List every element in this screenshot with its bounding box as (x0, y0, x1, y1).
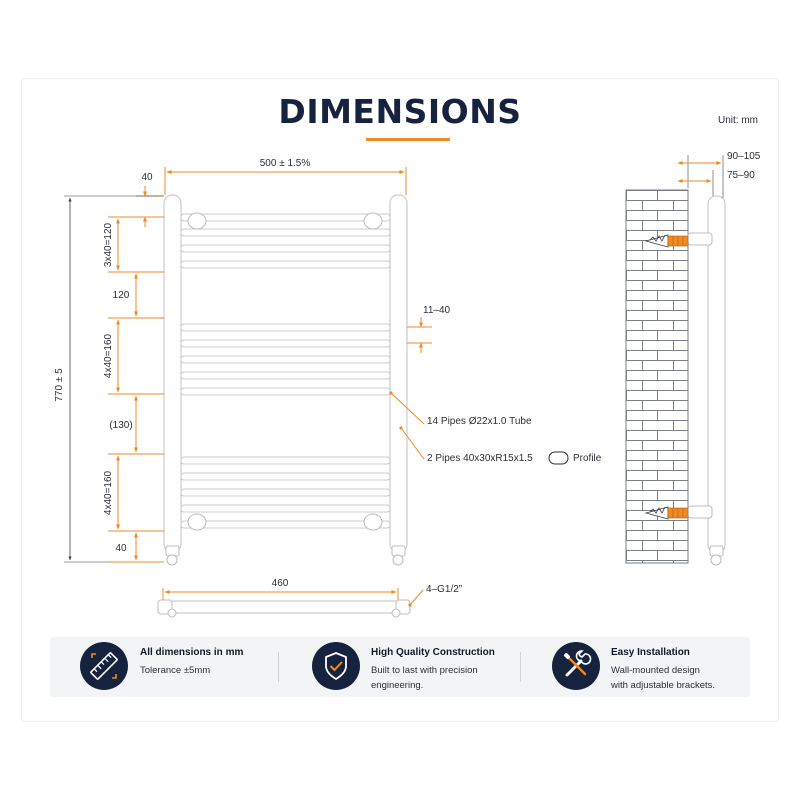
radiator-front-view (163, 194, 408, 566)
feature-installation: Easy Installation Wall-mounted design wi… (552, 637, 742, 697)
group-label-1: 3x40=120 (103, 222, 114, 267)
page-title: DIMENSIONS (278, 92, 522, 131)
profile-callout: 2 Pipes 40x30xR15x1.5 Profile (399, 426, 602, 465)
feature-desc: Tolerance ±5mm (140, 663, 210, 678)
right-rail (389, 194, 408, 553)
shield-check-icon (312, 642, 360, 690)
feature-desc: Wall-mounted design with adjustable brac… (611, 663, 715, 693)
group-label-3: 4x40=160 (103, 333, 114, 378)
feature-desc-line: Tolerance ±5mm (140, 665, 211, 676)
group-dimension-ticks (108, 216, 164, 563)
radiator-side-view: 90–105 75–90 (625, 151, 761, 566)
dimension-wall-gap: 11–40 (407, 305, 451, 353)
side-outer-label: 90–105 (727, 151, 761, 162)
feature-title: All dimensions in mm (140, 647, 244, 658)
group-label-4: (130) (109, 420, 132, 431)
wall-anchor-top (644, 234, 689, 248)
radiator-bottom-view: 460 4–G1/2” (157, 578, 462, 618)
ruler-icon (80, 642, 128, 690)
pipes-label: 14 Pipes Ø22x1.0 Tube (427, 416, 532, 427)
top-offset-label: 40 (141, 172, 153, 183)
group-label-2: 120 (113, 290, 130, 301)
wall-gap-label: 11–40 (423, 305, 451, 316)
feature-title: Easy Installation (611, 647, 690, 658)
pipes-callout: 14 Pipes Ø22x1.0 Tube (389, 391, 532, 427)
profile-label: 2 Pipes 40x30xR15x1.5 (427, 453, 533, 464)
tools-icon (552, 642, 600, 690)
brick-wall (625, 189, 689, 564)
side-inner-label: 75–90 (727, 170, 755, 181)
profile-shape-icon (548, 451, 569, 465)
feature-dimensions: All dimensions in mm Tolerance ±5mm (80, 637, 280, 697)
width-label: 500 ± 1.5% (260, 158, 311, 169)
bottom-offset-label: 40 (115, 543, 127, 554)
group-label-5: 4x40=160 (103, 470, 114, 515)
feature-title: High Quality Construction (371, 647, 495, 658)
dimension-top-offset: 40 (136, 172, 164, 227)
divider (520, 652, 521, 682)
profile-word: Profile (573, 453, 602, 464)
feature-desc-line: Wall-mounted design (611, 665, 700, 676)
divider (278, 652, 279, 682)
bottom-valves (165, 545, 406, 566)
bottom-width-label: 460 (272, 578, 289, 589)
features-bar: All dimensions in mm Tolerance ±5mm High… (50, 637, 750, 697)
horizontal-pipes (180, 213, 391, 529)
height-label: 770 ± 5 (54, 368, 65, 402)
unit-label: Unit: mm (718, 115, 758, 126)
dimension-width: 500 ± 1.5% (164, 158, 407, 195)
wall-brackets (187, 212, 383, 531)
wall-anchor-bottom (644, 506, 689, 520)
feature-desc-line: engineering. (371, 680, 424, 691)
feature-desc: Built to last with precision engineering… (371, 663, 478, 693)
feature-desc-line: Built to last with precision (371, 665, 478, 676)
feature-quality: High Quality Construction Built to last … (312, 637, 522, 697)
feature-desc-line: with adjustable brackets. (611, 680, 716, 691)
left-rail (163, 194, 182, 553)
connection-label: 4–G1/2” (426, 584, 462, 595)
title-underline (366, 138, 450, 141)
